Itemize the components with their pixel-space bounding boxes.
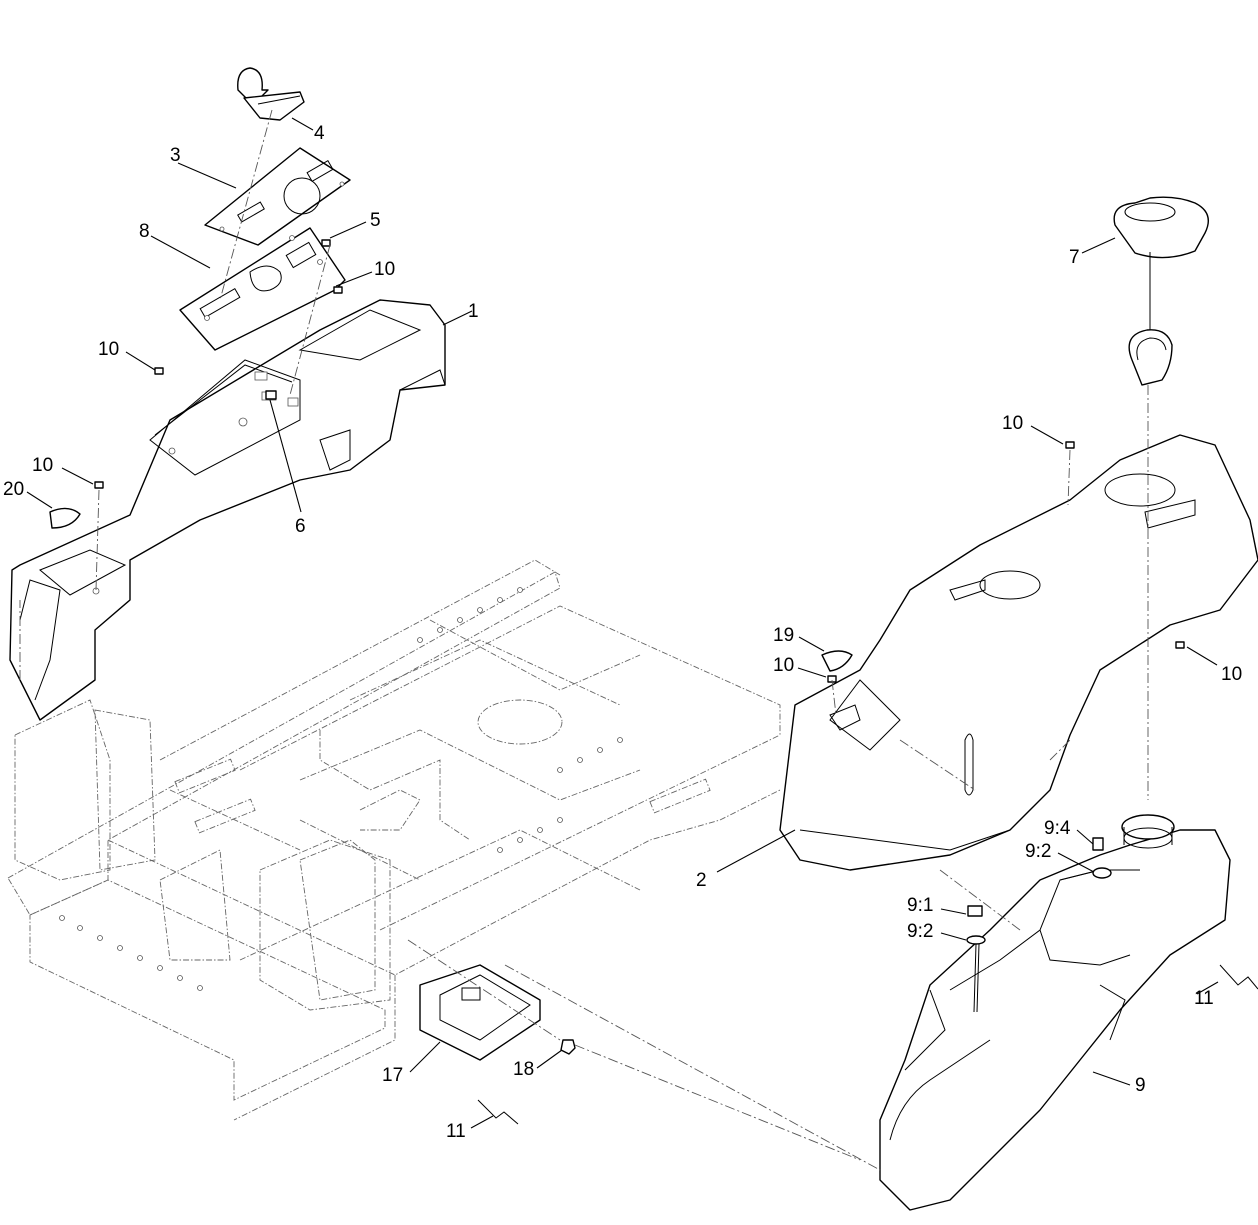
screws: [94, 239, 1185, 683]
callout-9: 9: [1135, 1075, 1146, 1096]
callout-10-tank-top: 10: [1002, 413, 1024, 434]
callout-9-4: 9:4: [1044, 818, 1071, 839]
assembly-lines: [95, 109, 1149, 1171]
console-panel: [9, 299, 446, 721]
callout-9-1: 9:1: [907, 895, 934, 916]
callout-9-2-upper: 9:2: [1025, 841, 1052, 862]
decal-plate: [204, 147, 351, 246]
callout-3: 3: [170, 145, 181, 166]
callout-19: 19: [773, 625, 795, 646]
leader-lines: [26, 117, 1219, 1129]
shift-handle: [237, 67, 305, 121]
callout-9-2-lower: 9:2: [907, 921, 934, 942]
callout-1: 1: [468, 301, 479, 322]
bolt-18: [560, 1039, 576, 1055]
cap-19: [821, 650, 853, 672]
gas-cap: [1113, 196, 1209, 386]
callout-18: 18: [513, 1059, 535, 1080]
chassis-frame: [7, 559, 781, 1121]
callout-11-bottom: 11: [446, 1121, 466, 1142]
tank-cover: [779, 434, 1258, 871]
clip-11b: [477, 1099, 519, 1125]
bracket-17: [419, 964, 541, 1061]
callout-10-console-front: 10: [32, 455, 54, 476]
callout-8: 8: [139, 221, 150, 242]
callout-17: 17: [382, 1065, 404, 1086]
callout-6: 6: [295, 516, 306, 537]
callout-4: 4: [314, 123, 325, 144]
callout-7: 7: [1069, 247, 1080, 268]
callout-11-right: 11: [1194, 988, 1214, 1009]
cap-20: [49, 507, 81, 529]
callout-5: 5: [370, 210, 381, 231]
callout-20: 20: [3, 479, 25, 500]
fitting-9-1: [966, 905, 986, 1013]
callout-10-tank-front: 10: [773, 655, 795, 676]
clip-11a: [1219, 964, 1258, 990]
latch-6: [265, 390, 277, 400]
callout-10-tank-right: 10: [1221, 664, 1243, 685]
callout-2: 2: [696, 870, 707, 891]
fuel-tank: [879, 814, 1231, 1211]
callout-10-plate: 10: [374, 259, 396, 280]
callout-10-console-left: 10: [98, 339, 120, 360]
